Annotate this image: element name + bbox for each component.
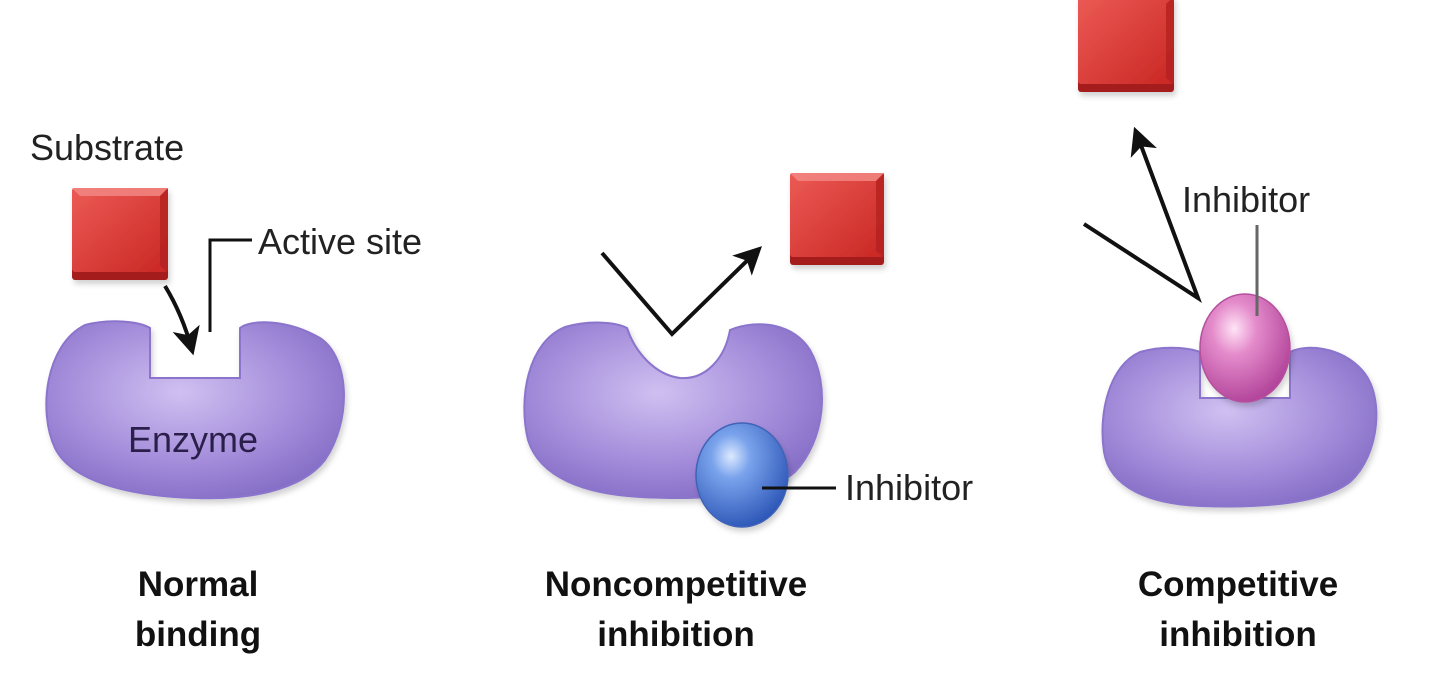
active-site-leader-line bbox=[208, 238, 252, 332]
enzyme-normal bbox=[45, 320, 345, 500]
inhibitor-label-noncompetitive: Inhibitor bbox=[845, 467, 973, 508]
binding-arrow bbox=[163, 284, 200, 356]
blocked-substrate-arrow bbox=[1082, 126, 1202, 303]
caption-noncompetitive-line2: inhibition bbox=[597, 615, 754, 654]
noncompetitive-inhibitor bbox=[695, 422, 789, 528]
panel-competitive: Inhibitor Competitive inhibition bbox=[1078, 0, 1378, 654]
caption-normal-line2: binding bbox=[135, 615, 261, 654]
caption-normal-line1: Normal bbox=[138, 565, 259, 604]
competitive-inhibitor bbox=[1199, 293, 1291, 403]
panel-normal-binding: Substrate Active site Enzyme Normal bind… bbox=[30, 127, 422, 654]
active-site-label: Active site bbox=[258, 221, 422, 262]
inhibitor-label-competitive: Inhibitor bbox=[1182, 179, 1310, 220]
caption-competitive-line2: inhibition bbox=[1159, 615, 1316, 654]
substrate-block-released bbox=[790, 173, 884, 265]
substrate-block-blocked bbox=[1078, 0, 1174, 92]
deflected-substrate-arrow bbox=[600, 246, 763, 337]
enzyme-label: Enzyme bbox=[128, 419, 258, 460]
substrate-block bbox=[72, 188, 168, 280]
panel-noncompetitive: Inhibitor Noncompetitive inhibition bbox=[523, 173, 973, 654]
caption-competitive-line1: Competitive bbox=[1138, 565, 1338, 604]
substrate-label: Substrate bbox=[30, 127, 184, 168]
caption-noncompetitive-line1: Noncompetitive bbox=[545, 565, 808, 604]
